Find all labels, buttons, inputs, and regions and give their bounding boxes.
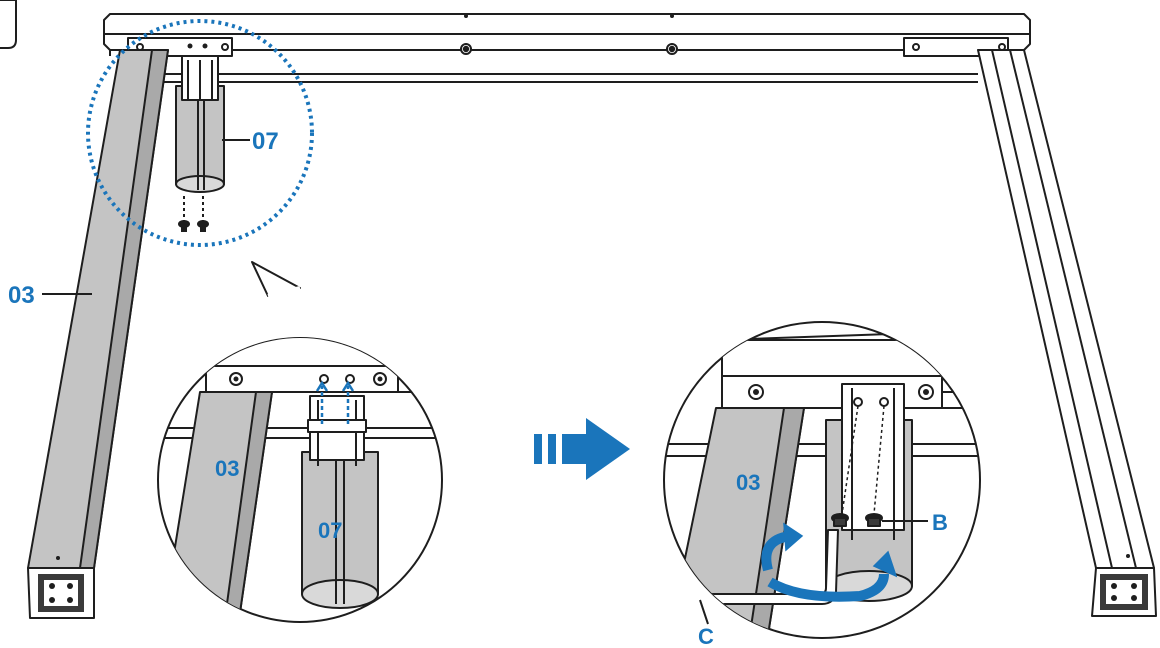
top-beam bbox=[103, 13, 1031, 57]
detail-circle-before: 03 07 bbox=[157, 261, 443, 623]
desk-frame bbox=[27, 13, 1157, 619]
label-motor-main: 07 bbox=[252, 128, 279, 155]
screw-icon bbox=[865, 513, 883, 527]
crossbar bbox=[160, 73, 978, 83]
triple-bar-arrow-right-icon bbox=[534, 418, 630, 480]
insert-arrow-icon bbox=[315, 380, 355, 424]
highlight-circle bbox=[86, 19, 314, 247]
motor-07-main bbox=[175, 55, 225, 232]
label-leg-main: 03 bbox=[8, 282, 35, 309]
right-leg bbox=[977, 49, 1157, 617]
rotate-arrows-icon bbox=[761, 522, 898, 602]
detail-circle-after: 03 B C bbox=[663, 321, 981, 648]
label-leg-detail-1: 03 bbox=[215, 456, 239, 481]
left-leg bbox=[27, 49, 169, 619]
screw-icon bbox=[178, 220, 190, 232]
screw-icon bbox=[831, 513, 849, 527]
label-screw-b: B bbox=[932, 510, 948, 535]
label-leg-detail-2: 03 bbox=[736, 470, 760, 495]
label-hex-key-c: C bbox=[698, 624, 714, 648]
label-motor-detail-1: 07 bbox=[318, 518, 342, 543]
screw-icon bbox=[197, 220, 209, 232]
page-corner-fragment bbox=[0, 0, 17, 49]
